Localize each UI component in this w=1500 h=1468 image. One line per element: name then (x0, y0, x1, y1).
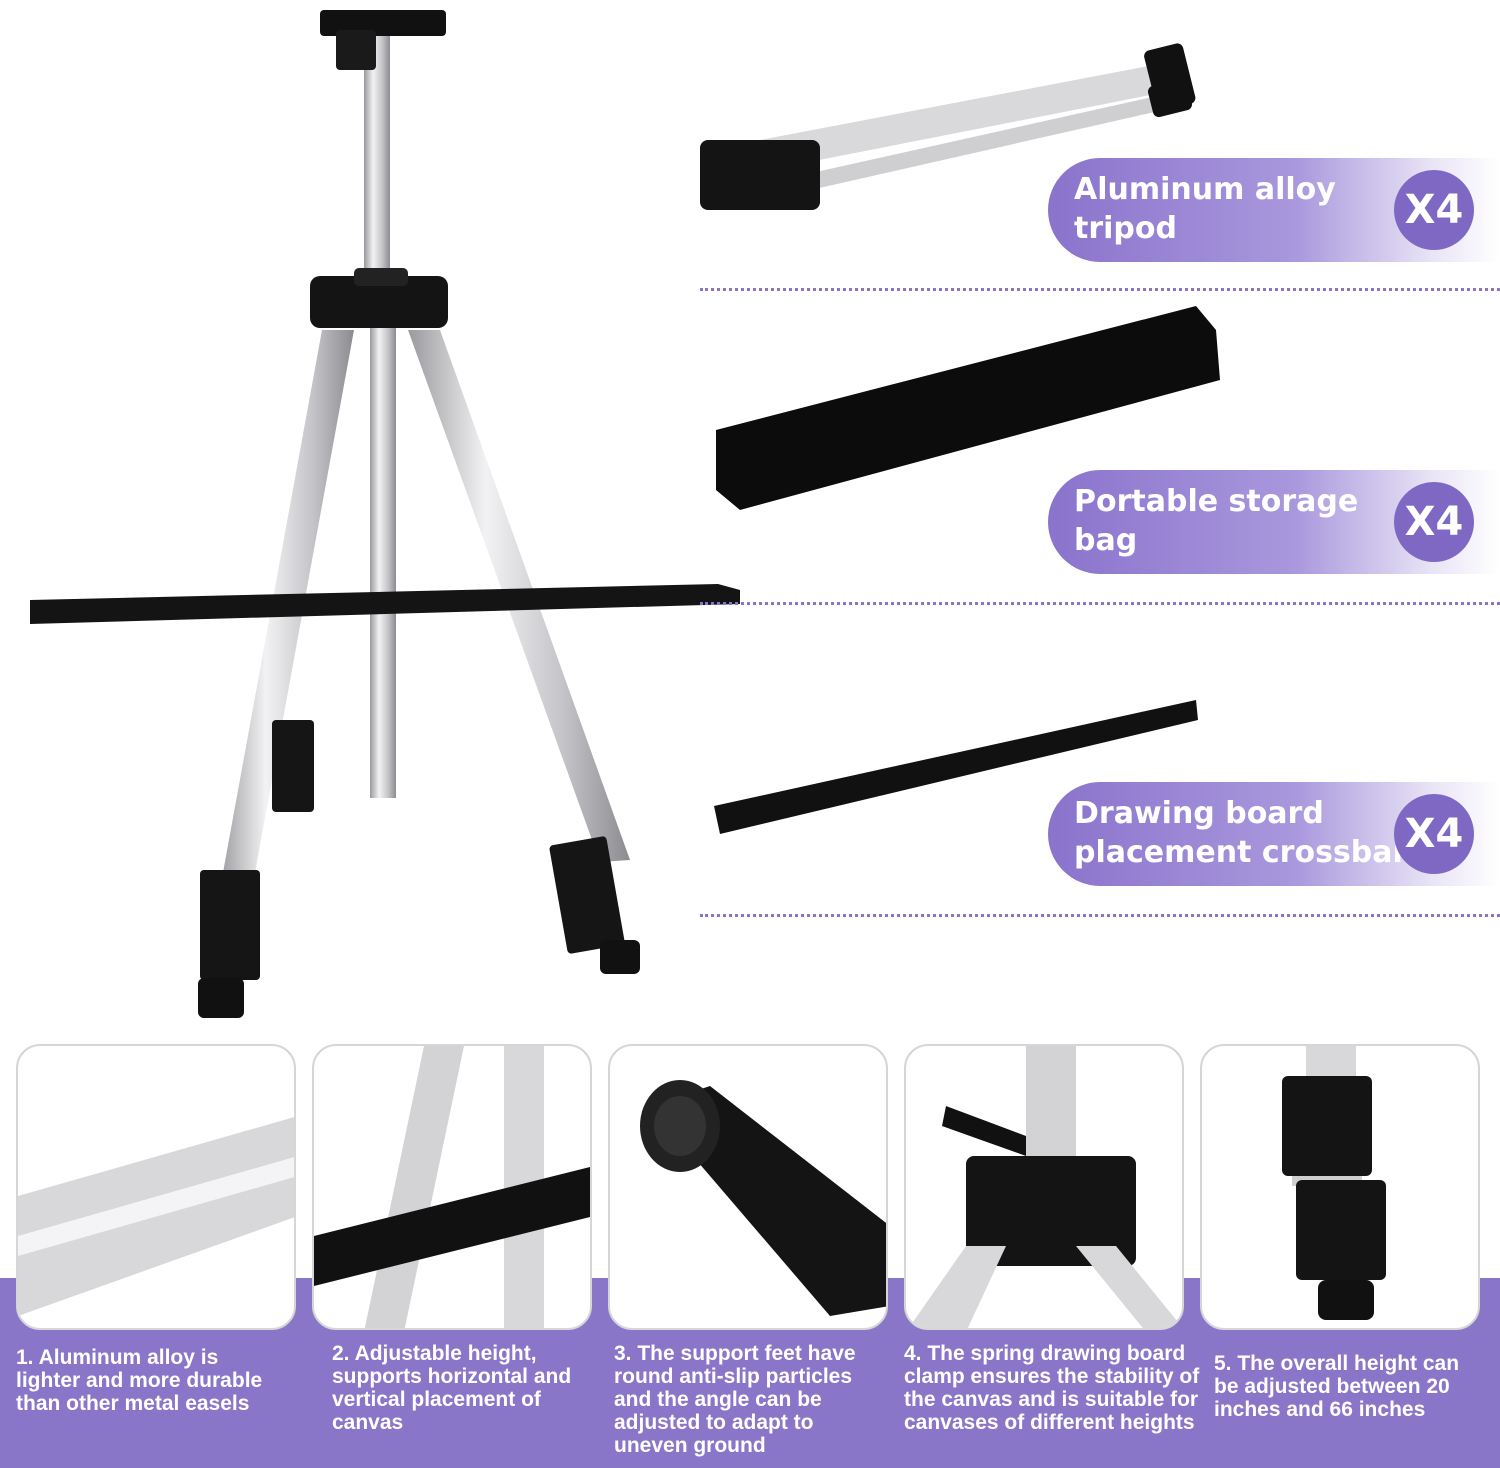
component-crossbar: Drawing board placement crossbar X4 (1048, 782, 1500, 886)
feature-card-height (312, 1044, 592, 1330)
feature-card-feet (608, 1044, 888, 1330)
feature-caption-4: 4. The spring drawing board clamp ensure… (904, 1342, 1200, 1434)
height-adjust-image (314, 1046, 590, 1328)
feature-caption-1: 1. Aluminum alloy is lighter and more du… (16, 1346, 263, 1415)
feature-card-clamp (904, 1044, 1184, 1330)
anti-slip-foot-image (640, 1080, 886, 1316)
quantity-badge: X4 (1394, 794, 1474, 874)
component-tripod: Aluminum alloy tripod X4 (1048, 158, 1500, 262)
spring-clamp-image (908, 1046, 1182, 1328)
quantity-badge: X4 (1394, 482, 1474, 562)
easel-product-image (30, 10, 740, 1018)
quantity-badge: X4 (1394, 170, 1474, 250)
feature-caption-2: 2. Adjustable height, supports horizonta… (332, 1342, 572, 1434)
component-label: Aluminum alloy tripod (1074, 172, 1336, 246)
separator (700, 602, 1500, 605)
aluminum-tube-image (18, 1117, 294, 1316)
component-label: Drawing board placement crossbar (1074, 796, 1408, 870)
component-storage-bag: Portable storage bag X4 (1048, 470, 1500, 574)
telescopic-leg-image (1282, 1046, 1386, 1320)
feature-caption-3: 3. The support feet have round anti-slip… (614, 1342, 856, 1457)
separator (700, 914, 1500, 917)
separator (700, 288, 1500, 291)
feature-card-aluminum (16, 1044, 296, 1330)
feature-card-overall-height (1200, 1044, 1480, 1330)
component-label: Portable storage bag (1074, 484, 1359, 558)
feature-caption-5: 5. The overall height can be adjusted be… (1214, 1352, 1460, 1421)
